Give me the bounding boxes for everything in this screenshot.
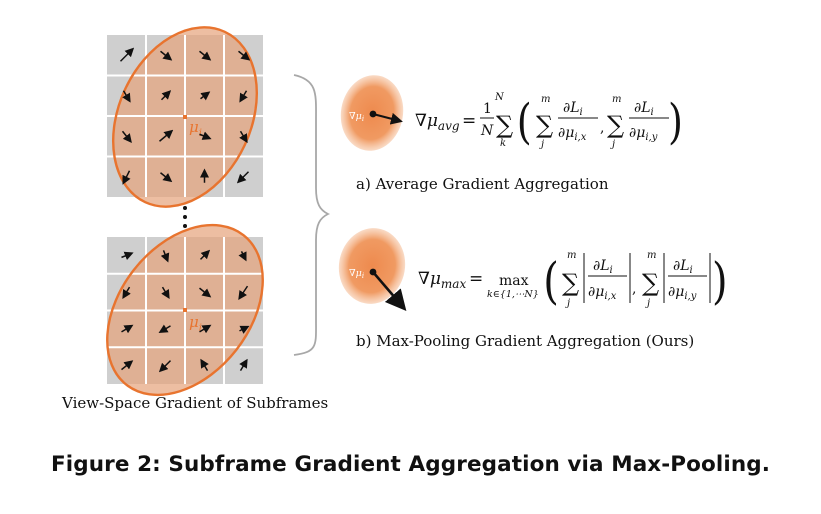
svg-text:∂μi,x: ∂μi,x	[558, 125, 587, 143]
svg-text:∇μavg: ∇μavg	[415, 111, 460, 133]
svg-text:∇μmax: ∇μmax	[418, 269, 466, 291]
svg-text:k∈{1,⋯N}: k∈{1,⋯N}	[487, 289, 539, 300]
subframe-grid-top: μi	[107, 26, 263, 208]
svg-text:∑: ∑	[496, 111, 513, 139]
blob-b-label: ∇μi	[349, 268, 364, 280]
svg-text:max: max	[499, 273, 529, 289]
svg-text:m: m	[567, 250, 576, 261]
svg-text:∑: ∑	[562, 269, 579, 297]
svg-text:∑: ∑	[536, 111, 553, 139]
svg-text:m: m	[647, 250, 656, 261]
svg-text:∂Li: ∂Li	[563, 100, 583, 118]
svg-text:m: m	[541, 94, 550, 105]
mu-label: μi	[189, 118, 202, 139]
svg-text:=: =	[469, 269, 483, 289]
svg-text:∂μi,y: ∂μi,y	[668, 284, 697, 302]
subframe-grid-bottom: μi	[106, 223, 264, 397]
equation-max: ∇μmax = max k∈{1,⋯N} ( m ∑ j ∂Li ∂μi,x ,…	[418, 250, 728, 310]
svg-text:m: m	[612, 94, 621, 105]
svg-text:(: (	[517, 95, 532, 150]
svg-text:j: j	[645, 298, 650, 309]
svg-text:k: k	[500, 138, 506, 149]
svg-text:∑: ∑	[642, 269, 659, 297]
svg-text:j: j	[610, 139, 615, 150]
svg-text:N: N	[494, 92, 505, 103]
svg-text:N: N	[480, 123, 494, 139]
panel-a-caption: a) Average Gradient Aggregation	[356, 175, 609, 193]
svg-text:): )	[712, 252, 728, 311]
svg-text:(: (	[543, 252, 559, 311]
figure-caption: Figure 2: Subframe Gradient Aggregation …	[50, 452, 771, 477]
svg-text:∂Li: ∂Li	[593, 258, 613, 276]
svg-text:,: ,	[600, 120, 604, 136]
svg-text:∂Li: ∂Li	[634, 100, 654, 118]
svg-text:,: ,	[632, 281, 636, 297]
svg-text:j: j	[539, 139, 544, 150]
ellipsis-dots	[183, 206, 187, 228]
svg-text:∂Li: ∂Li	[673, 258, 693, 276]
gaussian-blob-b: ∇μi	[338, 228, 407, 311]
svg-text:=: =	[462, 111, 476, 131]
left-panel-caption: View-Space Gradient of Subframes	[62, 394, 329, 412]
svg-text:j: j	[565, 298, 570, 309]
equation-average: ∇μavg = 1 N N ∑ k ( m ∑ j ∂Li ∂μi,x , m …	[415, 92, 683, 150]
mu-label: μi	[189, 313, 202, 334]
svg-text:1: 1	[483, 101, 492, 117]
svg-text:∑: ∑	[607, 111, 624, 139]
svg-text:∂μi,y: ∂μi,y	[629, 125, 658, 143]
blob-a-label: ∇μi	[349, 111, 364, 123]
svg-text:∂μi,x: ∂μi,x	[588, 284, 617, 302]
panel-b-caption: b) Max-Pooling Gradient Aggregation (Our…	[356, 332, 695, 350]
gaussian-blob-a: ∇μi	[340, 75, 404, 151]
curly-brace	[293, 74, 331, 356]
svg-text:): )	[668, 95, 683, 150]
